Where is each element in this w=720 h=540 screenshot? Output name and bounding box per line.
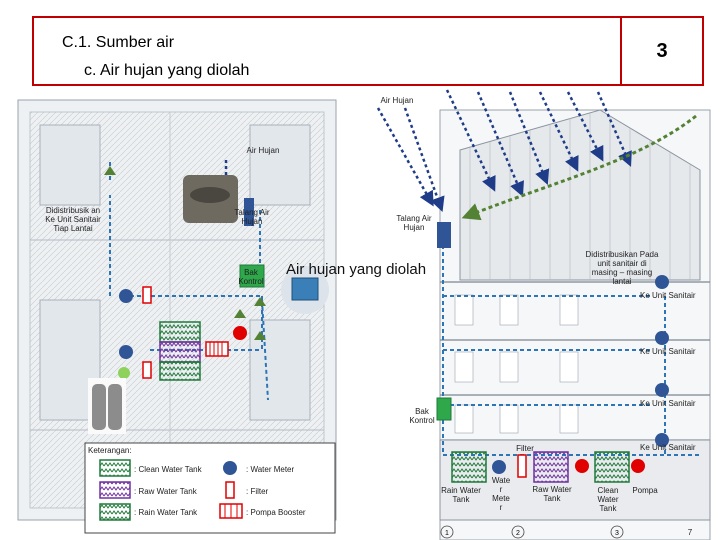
up-arrows xyxy=(104,166,266,340)
label-bak-kontrol-right: Bak Kontrol xyxy=(409,407,435,425)
control-tank-left xyxy=(239,264,265,288)
floor-plan xyxy=(17,99,337,521)
svg-text:3: 3 xyxy=(615,530,619,537)
left-booster-pump xyxy=(205,341,229,357)
label-talang-left: Talang Air Hujan xyxy=(234,208,270,226)
label-air-hujan-top: Air Hujan xyxy=(380,96,414,105)
right-meters xyxy=(492,275,669,474)
left-filters xyxy=(142,286,152,379)
label-raw-water-tank: Raw Water Tank xyxy=(532,485,572,503)
left-tanks xyxy=(159,321,201,381)
label-ke-unit-4: Ke Unit Sanitair xyxy=(640,443,696,452)
right-filters xyxy=(517,454,527,478)
label-talang-right: Talang Air Hujan xyxy=(396,214,432,232)
label-bak-kontrol-left: Bak Kontrol xyxy=(238,268,264,286)
legend-rain: : Rain Water Tank xyxy=(134,508,198,517)
page-number-box: 3 xyxy=(620,18,702,84)
label-pompa: Pompa xyxy=(632,486,658,495)
gutter-pipe-left xyxy=(244,198,254,226)
legend-clean: : Clean Water Tank xyxy=(134,465,202,474)
left-meters xyxy=(118,289,247,379)
label-air-hujan-mid: Air Hujan xyxy=(246,146,280,155)
label-clean-water-tank: Clean Water Tank xyxy=(597,486,619,513)
label-distribusi-right: Didistribusikan Pada unit sanitair di ma… xyxy=(585,250,659,286)
legend-pump: : Pompa Booster xyxy=(246,508,306,517)
filter-tanks-photo xyxy=(88,378,126,434)
legend-filter: : Filter xyxy=(246,487,269,496)
gutter-photo xyxy=(183,175,238,223)
section-title: C.1. Sumber air xyxy=(62,34,175,51)
svg-text:2: 2 xyxy=(516,530,520,537)
page-number: 3 xyxy=(656,39,668,62)
legend-raw: : Raw Water Tank xyxy=(134,487,197,496)
label-ke-unit-3: Ke Unit Sanitair xyxy=(640,399,696,408)
label-rain-water-tank: Rain Water Tank xyxy=(441,486,481,504)
control-tank-right xyxy=(436,397,452,421)
label-ke-unit-1: Ke Unit Sanitair xyxy=(640,291,696,300)
right-tanks xyxy=(451,451,630,483)
legend-title: Keterangan: xyxy=(88,446,132,455)
label-filter: Filter xyxy=(516,444,534,453)
legend-meter: : Water Meter xyxy=(246,465,295,474)
pump-photo xyxy=(281,266,329,314)
label-distribusi-left: Didistribusik an Ke Unit Sanitair Tiap L… xyxy=(45,206,101,233)
title-frame: C.1. Sumber air c. Air hujan yang diolah… xyxy=(32,16,704,86)
label-ke-unit-2: Ke Unit Sanitair xyxy=(640,347,696,356)
big-caption: Air hujan yang diolah xyxy=(286,261,427,278)
svg-text:1: 1 xyxy=(445,530,449,537)
legend-box xyxy=(84,442,336,534)
roof-collection-arrow xyxy=(461,114,697,221)
gutter-pipe-right xyxy=(437,222,451,248)
footer-page-mark: 7 xyxy=(687,528,693,537)
subtitle: c. Air hujan yang diolah xyxy=(84,62,250,79)
label-water-meter: Wate r Mete r xyxy=(491,476,511,512)
